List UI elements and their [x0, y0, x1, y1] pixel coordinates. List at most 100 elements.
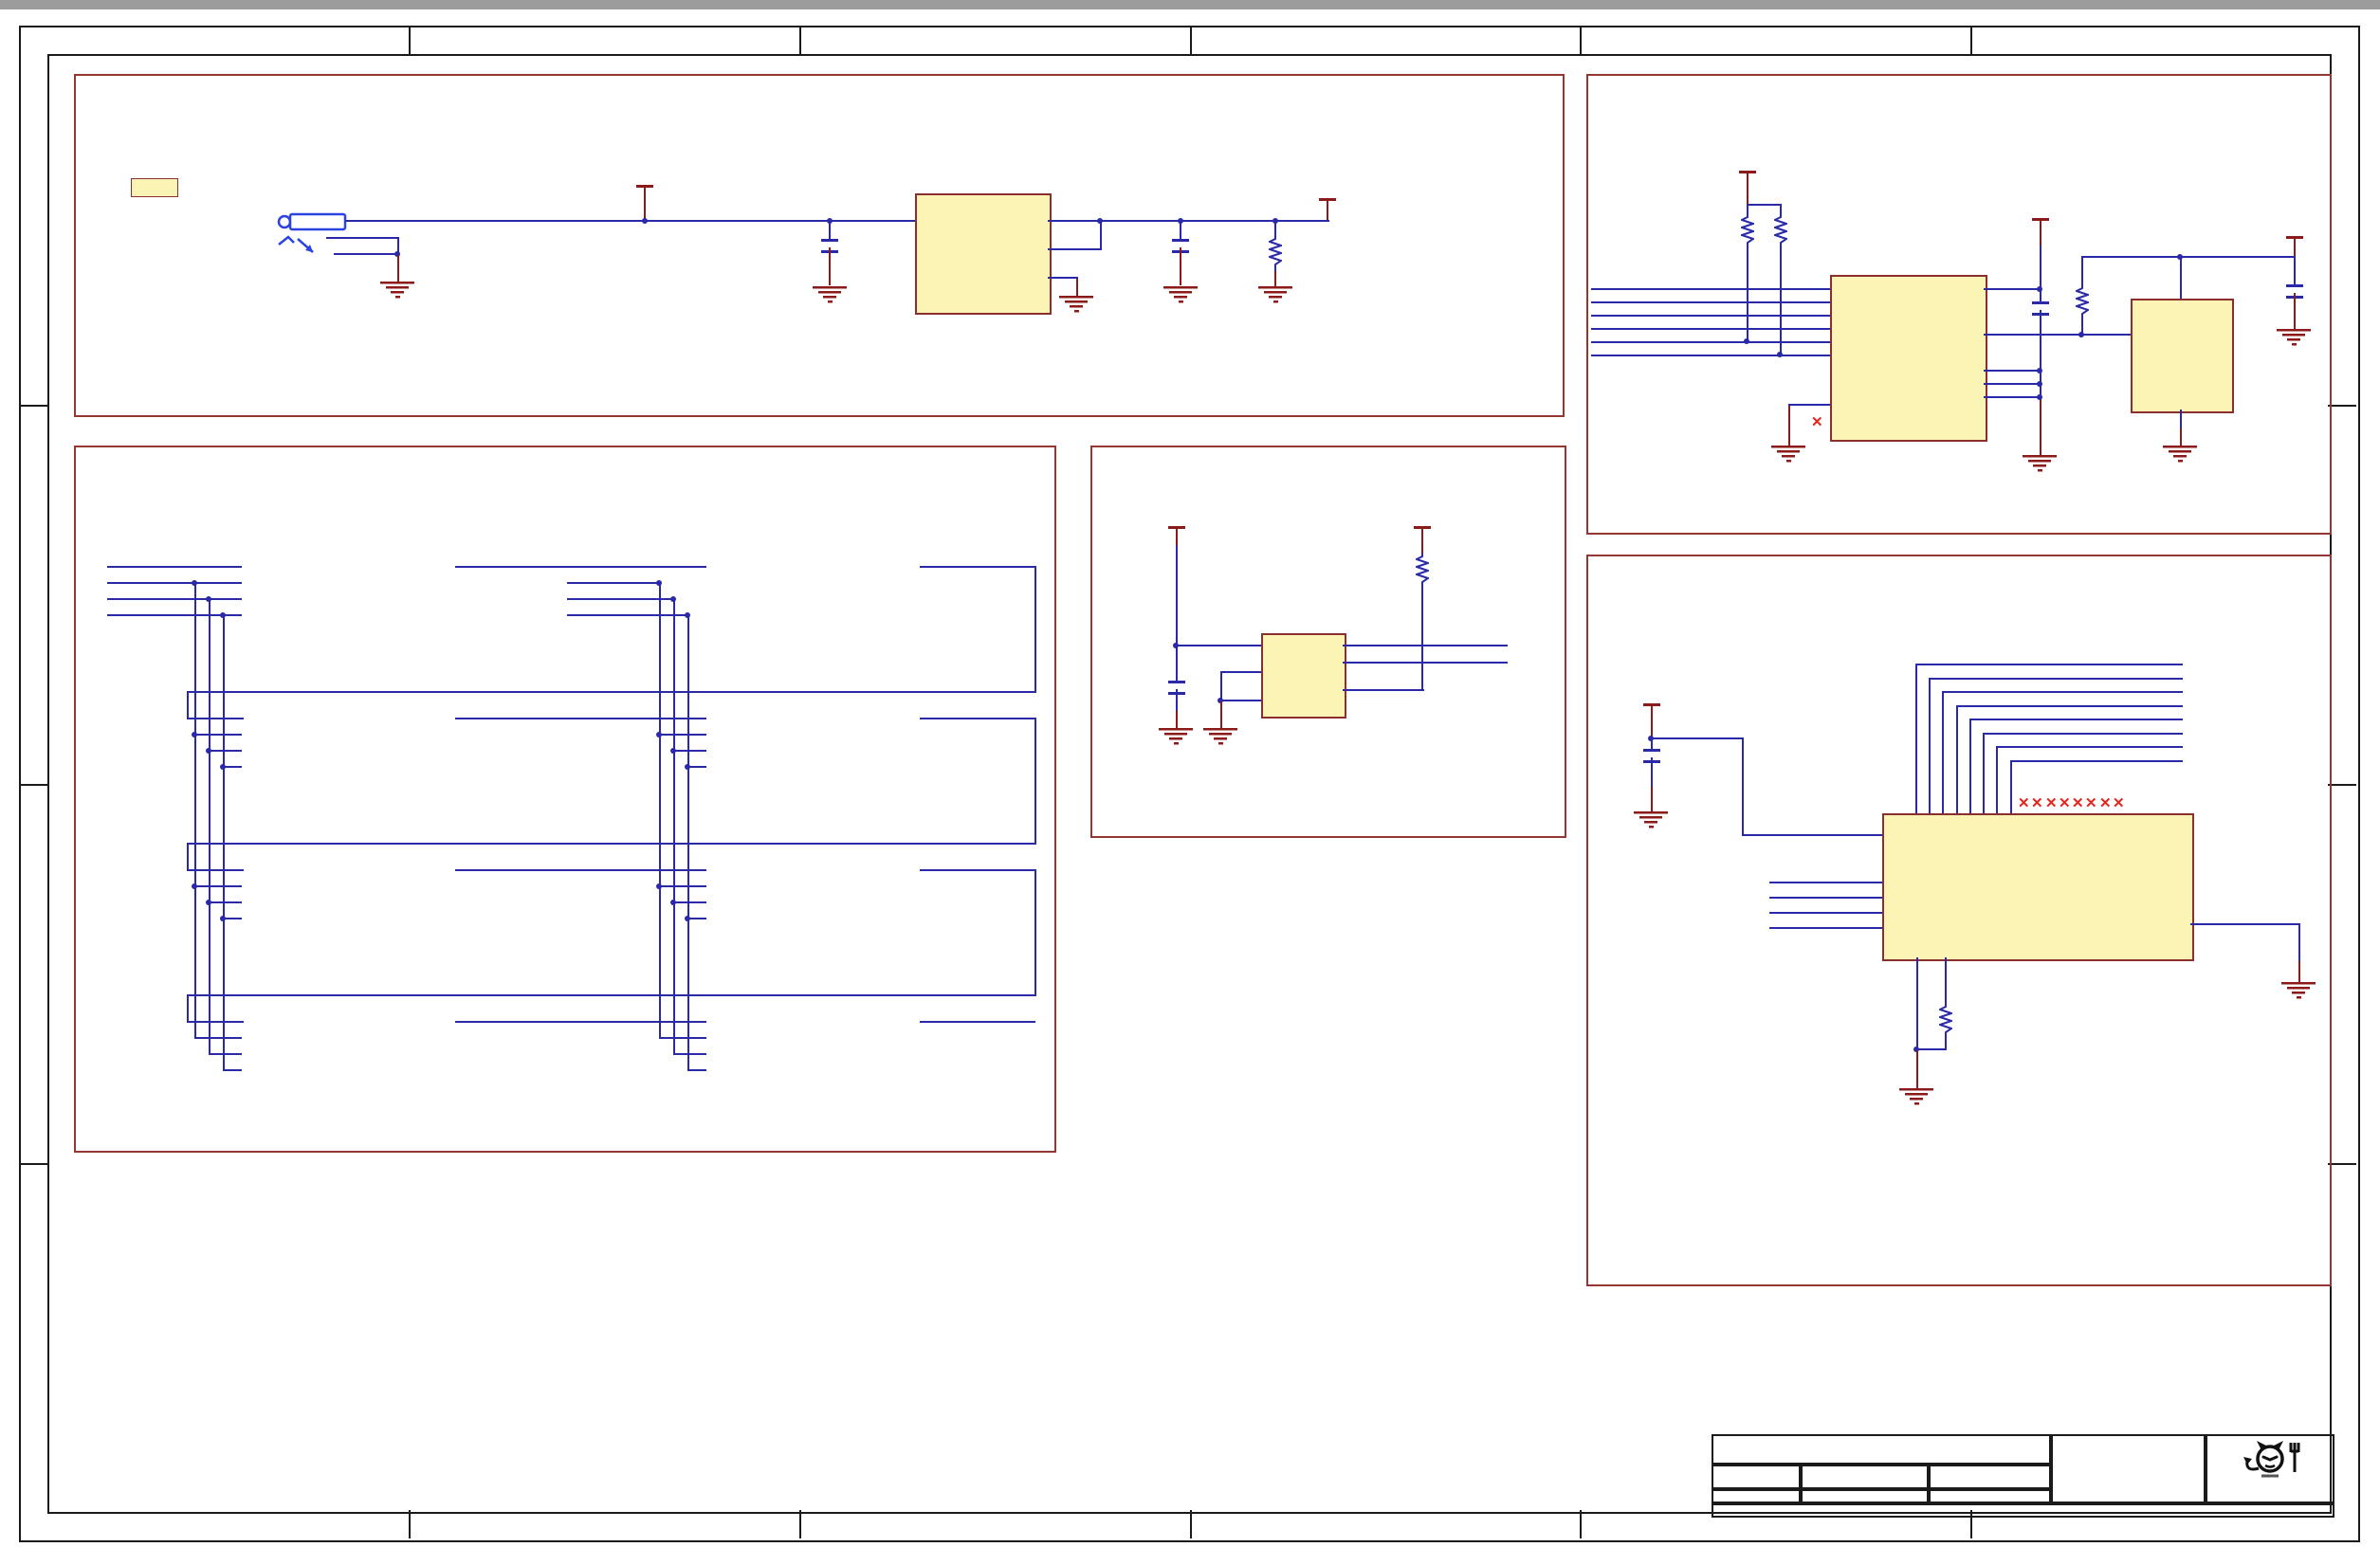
no-connect-icon — [2085, 794, 2097, 811]
wire — [2040, 290, 2041, 301]
junction-dot — [206, 900, 211, 905]
wire — [1969, 719, 2183, 720]
junction-dot — [685, 764, 690, 770]
ground-symbol[interactable] — [2023, 455, 2057, 472]
wire — [1916, 1050, 1918, 1088]
wire — [1996, 746, 2183, 748]
ground-symbol[interactable] — [1258, 286, 1292, 303]
ground-symbol[interactable] — [1771, 446, 1805, 463]
wire — [1034, 869, 1036, 996]
ground-symbol[interactable] — [1059, 296, 1093, 313]
u1-id-chip[interactable] — [2131, 299, 2234, 413]
ground-symbol[interactable] — [1203, 728, 1237, 745]
wire — [1984, 383, 2041, 385]
ground-symbol[interactable] — [380, 282, 414, 299]
j1-imp-slot[interactable] — [1830, 275, 1987, 442]
wire — [1421, 588, 1423, 691]
junction-dot — [656, 732, 662, 737]
wire — [829, 222, 831, 239]
wire — [1176, 711, 1178, 728]
junction-dot — [192, 732, 197, 737]
wire — [2010, 760, 2183, 762]
ground-symbol[interactable] — [1899, 1088, 1933, 1105]
wire — [1034, 566, 1036, 693]
power-port-3v3[interactable] — [1643, 703, 1660, 737]
wire — [1220, 671, 1261, 673]
junction-dot — [394, 251, 400, 257]
junction-dot — [2078, 332, 2084, 337]
resistor-symbol[interactable] — [1939, 1003, 1952, 1039]
power-port-3v3[interactable] — [1739, 171, 1756, 204]
power-port-5v[interactable] — [636, 185, 653, 220]
resistor-symbol[interactable] — [2076, 284, 2089, 320]
power-port-3v3[interactable] — [1319, 198, 1336, 220]
titleblock-logo-cell — [2204, 1434, 2334, 1505]
wire — [209, 598, 211, 1053]
wire — [223, 918, 242, 919]
wire — [1780, 204, 1782, 213]
wire — [1984, 334, 2133, 336]
no-connect-icon — [2031, 794, 2043, 811]
wire — [187, 994, 1036, 996]
power-port-3v3[interactable] — [1168, 526, 1185, 545]
power-port-3v3[interactable] — [1414, 526, 1431, 553]
wire — [1343, 662, 1508, 664]
junction-dot — [1097, 218, 1103, 224]
ground-symbol[interactable] — [813, 286, 847, 303]
ground-symbol[interactable] — [1159, 728, 1193, 745]
wire — [1747, 204, 1782, 206]
wire — [1942, 691, 1944, 813]
wire — [2298, 925, 2300, 961]
ground-symbol[interactable] — [2277, 329, 2311, 346]
wire — [1048, 248, 1102, 250]
wire — [1915, 664, 1917, 813]
power-port-3v3[interactable] — [2032, 218, 2049, 246]
wire — [1956, 705, 2183, 707]
wire — [223, 766, 242, 768]
wire — [1983, 733, 1985, 813]
wire — [107, 614, 225, 616]
section-imp — [1586, 74, 2332, 535]
ground-symbol[interactable] — [2281, 982, 2316, 999]
no-connect-icon — [1811, 413, 1823, 430]
wire — [455, 718, 706, 719]
power-port-3v3[interactable] — [2286, 236, 2303, 256]
junction-dot — [685, 612, 690, 618]
wire — [455, 566, 706, 568]
ground-symbol[interactable] — [1163, 286, 1198, 303]
wire — [1180, 247, 1181, 285]
wire — [194, 582, 242, 584]
junction-dot — [670, 596, 676, 602]
wire — [567, 614, 689, 616]
wire — [223, 614, 225, 1069]
wire — [2081, 256, 2083, 284]
u4-as1110-chip[interactable] — [1882, 813, 2194, 961]
ground-symbol[interactable] — [1634, 811, 1668, 828]
barrel-jack-symbol[interactable] — [277, 207, 362, 265]
wire — [2180, 258, 2182, 299]
wire — [1180, 222, 1181, 239]
wire — [1742, 737, 1744, 836]
wire — [1747, 248, 1748, 341]
wire — [397, 237, 399, 255]
zone-tick — [1190, 1510, 1192, 1538]
wire — [2040, 400, 2041, 455]
resistor-symbol[interactable] — [1774, 213, 1787, 249]
wire — [223, 614, 242, 616]
ground-symbol[interactable] — [2163, 446, 2197, 463]
wire — [920, 1021, 1035, 1023]
section-power — [74, 74, 1565, 417]
wire — [2180, 428, 2182, 446]
u2-regulator-chip[interactable] — [915, 193, 1052, 315]
u3-light-sensor-chip[interactable] — [1261, 633, 1346, 719]
mech-tag[interactable] — [131, 178, 178, 197]
resistor-symbol[interactable] — [1741, 213, 1754, 249]
wire — [1220, 671, 1222, 701]
resistor-symbol[interactable] — [1416, 553, 1429, 589]
resistor-symbol[interactable] — [1269, 235, 1282, 271]
titleblock-time-cell — [1799, 1487, 1931, 1505]
junction-dot — [827, 218, 833, 224]
wire — [326, 237, 398, 239]
zone-tick — [19, 784, 47, 786]
